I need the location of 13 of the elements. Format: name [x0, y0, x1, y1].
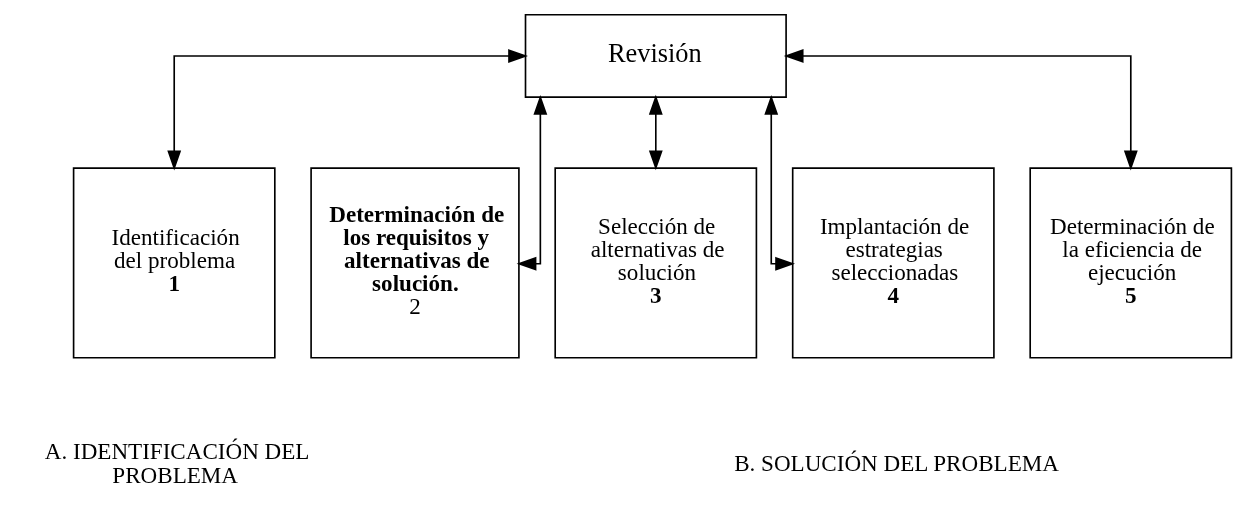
arrow [167, 49, 528, 171]
node-box: Identificación del problema 1 [72, 167, 276, 359]
label: B. SOLUCIÓN DEL PROBLEMA [734, 450, 1059, 477]
node-box: Determinación de la eficiencia de ejecución 5 [1029, 167, 1233, 359]
node-box: Selección de alternativas de solución 3 [554, 167, 758, 359]
label: A. IDENTIFICACIÓN DEL PROBLEMA [44, 437, 310, 489]
node-box: Determinación de los requisitos y alternativas de solución. 2 [310, 167, 520, 359]
arrow [516, 95, 548, 271]
arrow [764, 95, 795, 271]
node-box: Implantación de estrategias seleccionadas 4 [791, 167, 995, 359]
node-box: Revisión [524, 13, 787, 98]
arrow [783, 49, 1138, 171]
arrow [648, 94, 663, 171]
